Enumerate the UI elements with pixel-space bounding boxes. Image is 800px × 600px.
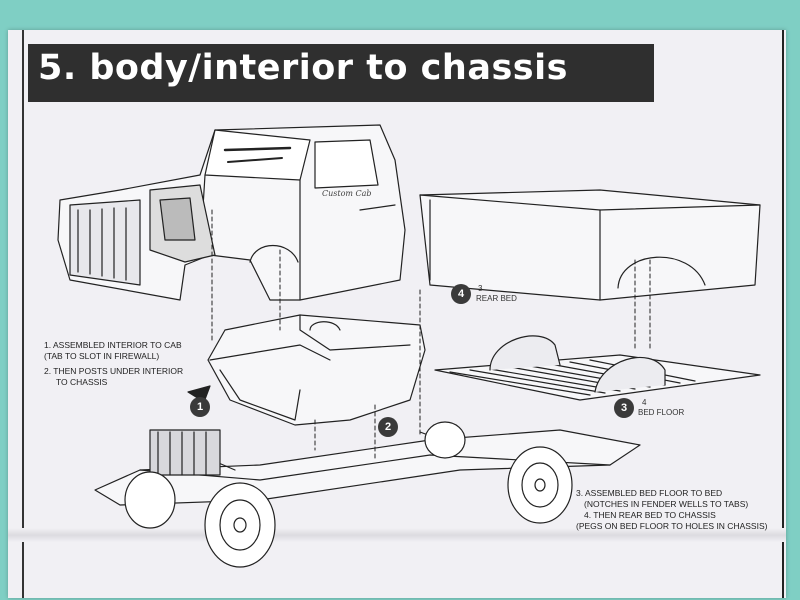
bed-floor-drawing bbox=[434, 335, 761, 401]
page-border-rule bbox=[782, 30, 784, 598]
instruction-step-4-line-2: (pegs on bed floor to holes in chassis) bbox=[576, 521, 768, 531]
cab-body-drawing bbox=[57, 124, 406, 301]
instruction-step-3-line-1: 3. Assembled bed floor to bed bbox=[576, 488, 723, 498]
wheels-drawing bbox=[124, 421, 573, 568]
rear-bed-drawing bbox=[419, 189, 761, 301]
interior-drawing bbox=[207, 314, 426, 426]
bed-floor-name: Bed floor bbox=[638, 408, 685, 417]
instruction-step-1-line-1: 1. Assembled interior to cab bbox=[44, 340, 182, 350]
instruction-step-2: 2. Then posts under interior to chassis bbox=[44, 366, 183, 388]
instruction-step-4: 4. Then rear bed to chassis (pegs on bed… bbox=[576, 510, 767, 532]
callout-badge-2: 2 bbox=[378, 417, 398, 437]
callout-badge-3: 3 bbox=[614, 398, 634, 418]
rear-bed-qty: 3 bbox=[478, 284, 483, 293]
instruction-step-1: 1. Assembled interior to cab (Tab to slo… bbox=[44, 340, 182, 362]
instruction-step-3-line-2: (notches in fender wells to tabs) bbox=[584, 499, 749, 509]
instruction-step-4-line-1: 4. Then rear bed to chassis bbox=[584, 510, 716, 520]
instruction-step-3: 3. Assembled bed floor to bed (notches i… bbox=[576, 488, 748, 510]
callout-badge-1: 1 bbox=[190, 397, 210, 417]
instruction-step-2-line-2: to chassis bbox=[56, 377, 108, 387]
page-fold bbox=[8, 528, 786, 542]
rear-bed-name: Rear bed bbox=[476, 294, 517, 303]
binding-edge bbox=[8, 30, 24, 598]
cab-script-badge: Custom Cab bbox=[322, 189, 372, 198]
instruction-step-1-line-2: (Tab to slot in firewall) bbox=[44, 351, 160, 361]
page-title: 5. body/interior to chassis bbox=[38, 48, 568, 88]
callout-badge-4: 4 bbox=[451, 284, 471, 304]
title-bar bbox=[28, 44, 654, 102]
bed-floor-qty: 4 bbox=[642, 398, 647, 407]
instruction-step-2-line-1: 2. Then posts under interior bbox=[44, 366, 184, 376]
alignment-dashed-lines bbox=[211, 209, 651, 461]
